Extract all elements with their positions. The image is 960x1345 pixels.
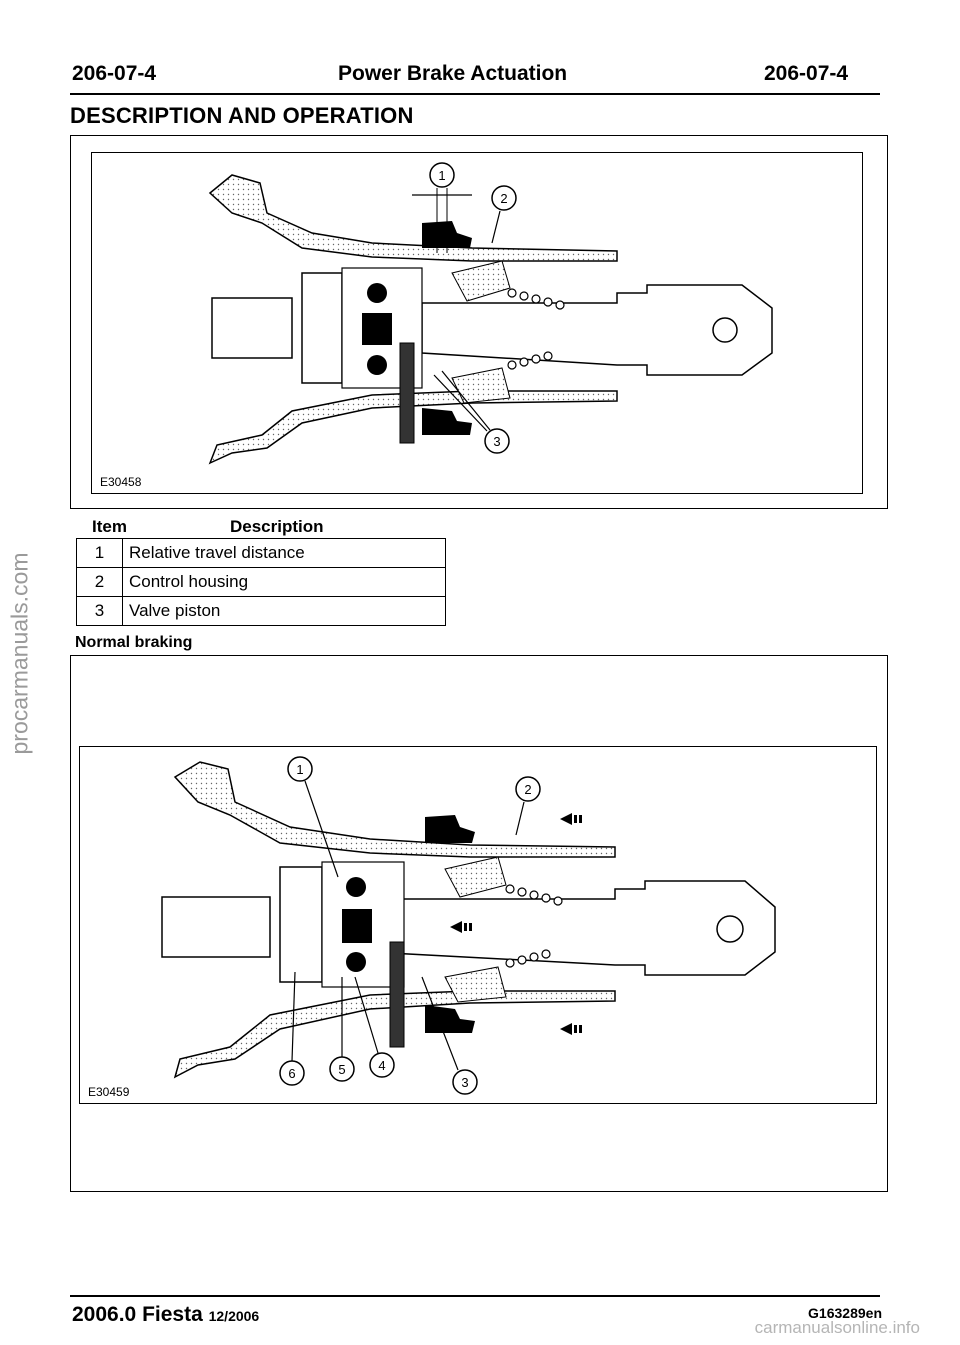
valve-ball-upper bbox=[346, 877, 366, 897]
return-spring-upper bbox=[507, 288, 565, 310]
footer-model-name: 2006.0 Fiesta bbox=[72, 1303, 203, 1326]
push-rod bbox=[389, 880, 776, 976]
clevis-hole bbox=[712, 317, 738, 343]
callout-2-leader bbox=[491, 210, 501, 244]
clevis-hole bbox=[716, 915, 744, 943]
header-title: Power Brake Actuation bbox=[338, 62, 568, 85]
poppet-upper bbox=[451, 260, 511, 302]
callout-6-label: 6 bbox=[288, 1066, 295, 1081]
housing-upper bbox=[173, 761, 616, 858]
callout-4-label: 4 bbox=[378, 1058, 385, 1073]
callout-3-leader bbox=[421, 976, 459, 1071]
callout-2 bbox=[491, 185, 517, 211]
callout-5-label: 5 bbox=[338, 1062, 345, 1077]
figure-2-brake-booster-diagram: 1 2 3 4 5 6 bbox=[161, 756, 776, 1095]
footer-rule bbox=[70, 1295, 880, 1297]
footer-model: 2006.0 Fiesta 12/2006 bbox=[72, 1303, 259, 1327]
valve-ball-lower bbox=[346, 952, 366, 972]
airflow-arrow-icon bbox=[450, 921, 472, 933]
diaphragm-plate bbox=[279, 866, 323, 983]
table-cell-item: 1 bbox=[76, 538, 123, 568]
header-page-number-right: 206-07-4 bbox=[764, 62, 849, 85]
callout-4 bbox=[369, 1052, 395, 1078]
figure-1-code: E30458 bbox=[100, 475, 142, 489]
return-spring-lower bbox=[505, 949, 551, 968]
output-rod bbox=[211, 297, 293, 359]
table-header-item: Item bbox=[92, 517, 127, 536]
valve-piston bbox=[399, 342, 415, 444]
callout-2-leader bbox=[515, 801, 525, 836]
valve-ball-upper bbox=[367, 283, 387, 303]
airflow-arrow-icon bbox=[560, 1023, 582, 1035]
section-title: DESCRIPTION AND OPERATION bbox=[70, 103, 414, 128]
callout-1 bbox=[287, 756, 313, 782]
header-page-number-left: 206-07-4 bbox=[72, 62, 157, 85]
reaction-disc bbox=[362, 313, 392, 345]
figure-2-outer-frame: 1 2 3 4 5 6 E30459 bbox=[70, 655, 888, 1192]
table-cell-description: Control housing bbox=[122, 567, 446, 597]
figure-1-inner-frame: 1 2 3 E30458 bbox=[91, 152, 863, 494]
callout-1-label: 1 bbox=[438, 168, 445, 183]
figure-2-inner-frame: 1 2 3 4 5 6 E30459 bbox=[79, 746, 877, 1104]
control-housing-lower bbox=[422, 408, 472, 435]
return-spring-upper bbox=[505, 884, 563, 906]
control-housing-lower bbox=[425, 1005, 475, 1033]
footer-doc-code: G163289en bbox=[808, 1305, 882, 1321]
header-rule bbox=[70, 93, 880, 95]
callout-1 bbox=[429, 162, 455, 188]
table-header-description: Description bbox=[230, 517, 324, 536]
callout-3 bbox=[452, 1069, 478, 1095]
bottom-url-watermark: carmanualsonline.info bbox=[754, 1318, 920, 1337]
callout-1-leader bbox=[304, 780, 339, 878]
figure-1-brake-booster-diagram: 1 2 3 bbox=[208, 162, 773, 465]
callout-3-label: 3 bbox=[493, 434, 500, 449]
table-cell-description: Valve piston bbox=[122, 596, 446, 626]
housing-upper bbox=[208, 174, 618, 262]
return-spring-lower bbox=[507, 351, 553, 370]
housing-lower bbox=[208, 390, 618, 465]
reaction-disc bbox=[342, 909, 372, 943]
callout-2-label: 2 bbox=[524, 782, 531, 797]
callout-3-leader-a bbox=[433, 374, 488, 432]
watermark-text: procarmanuals.com bbox=[6, 552, 33, 755]
figure-2-code: E30459 bbox=[88, 1085, 130, 1099]
subheading-normal-braking: Normal braking bbox=[75, 634, 193, 651]
callout-2 bbox=[515, 776, 541, 802]
callout-3-label: 3 bbox=[461, 1075, 468, 1090]
table-cell-item: 2 bbox=[76, 567, 123, 597]
callout-2-label: 2 bbox=[500, 191, 507, 206]
callout-3-leader-b bbox=[441, 370, 491, 431]
table-cell-item: 3 bbox=[76, 596, 123, 626]
footer-date: 12/2006 bbox=[208, 1308, 260, 1324]
callout-3 bbox=[484, 428, 510, 454]
item-description-table: 1 Relative travel distance 2 Control hou… bbox=[76, 538, 446, 626]
callout-1-label: 1 bbox=[296, 762, 303, 777]
table-row: 2 Control housing bbox=[76, 567, 446, 597]
diaphragm-plate bbox=[301, 272, 343, 384]
table-row: 1 Relative travel distance bbox=[76, 538, 446, 568]
poppet-lower bbox=[444, 966, 507, 1003]
table-cell-description: Relative travel distance bbox=[122, 538, 446, 568]
table-row: 3 Valve piston bbox=[76, 596, 446, 626]
valve-ball-lower bbox=[367, 355, 387, 375]
figure-1-outer-frame: 1 2 3 E30458 bbox=[70, 135, 888, 509]
poppet-upper bbox=[444, 856, 507, 898]
output-rod bbox=[161, 896, 271, 958]
callout-6-leader bbox=[291, 971, 296, 1062]
airflow-arrow-icon bbox=[560, 813, 582, 825]
control-housing-upper bbox=[425, 815, 475, 843]
poppet-lower bbox=[451, 367, 511, 404]
push-rod bbox=[421, 284, 773, 376]
housing-lower bbox=[173, 990, 616, 1079]
valve-piston bbox=[389, 941, 405, 1048]
callout-4-leader bbox=[354, 976, 379, 1054]
